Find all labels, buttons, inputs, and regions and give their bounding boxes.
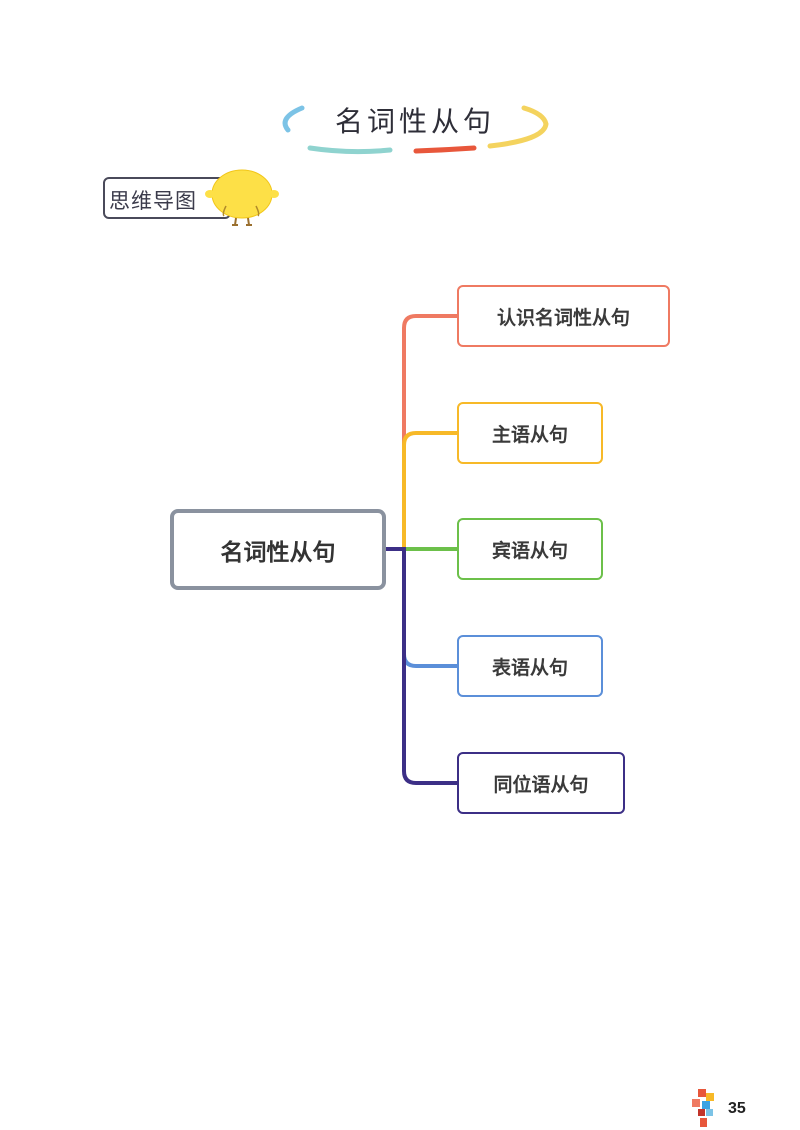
- connector-branch-5: [386, 547, 458, 785]
- lemon-mascot-icon: [205, 169, 279, 226]
- branch-3-label: 宾语从句: [491, 539, 568, 562]
- branch-2-label: 主语从句: [491, 423, 568, 446]
- mindmap-node-branch-4: 表语从句: [457, 635, 603, 697]
- page-title: 名词性从句: [334, 105, 495, 138]
- mindmap-node-branch-2: 主语从句: [457, 402, 603, 464]
- connector-branch-1: [402, 314, 458, 549]
- branch-1-label: 认识名词性从句: [496, 306, 630, 329]
- branch-4-label: 表语从句: [491, 656, 568, 679]
- mindmap-root-node: 名词性从句: [170, 509, 386, 590]
- connector-branch-4: [402, 549, 458, 668]
- mindmap-node-branch-1: 认识名词性从句: [457, 285, 670, 347]
- title-banner: 名词性从句: [270, 88, 560, 160]
- root-node-label: 名词性从句: [220, 539, 336, 566]
- connector-branch-2: [402, 431, 458, 549]
- title-arcs-icon: [282, 105, 549, 155]
- section-label-box: 思维导图: [103, 177, 231, 219]
- branch-5-label: 同位语从句: [493, 773, 589, 796]
- section-label: 思维导图: [109, 189, 197, 213]
- mindmap-node-branch-3: 宾语从句: [457, 518, 603, 580]
- page-number: 35: [728, 1100, 746, 1117]
- mindmap-node-branch-5: 同位语从句: [457, 752, 625, 814]
- publisher-logo-icon: [692, 1089, 714, 1127]
